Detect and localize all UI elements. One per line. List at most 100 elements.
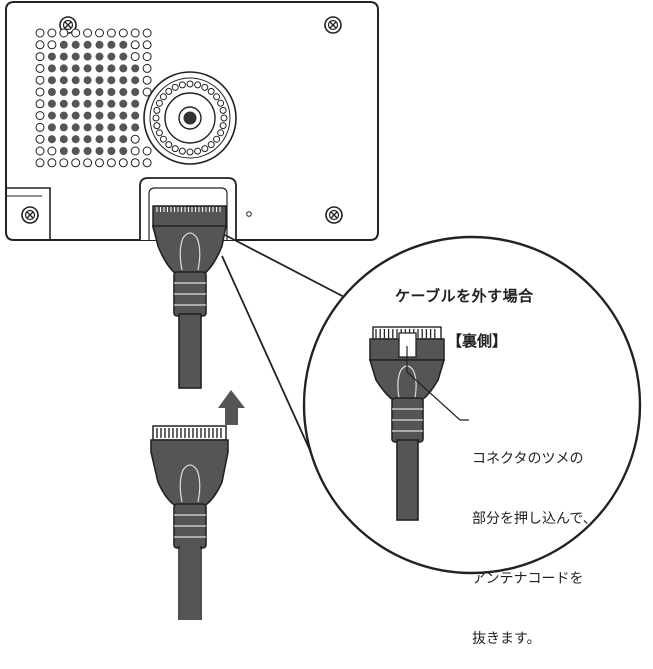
speaker-grille-icon bbox=[35, 28, 152, 168]
speaker-hole bbox=[71, 40, 80, 49]
instruction-line: 抜きます。 bbox=[472, 631, 541, 647]
dial-ring-dot bbox=[219, 122, 227, 130]
speaker-hole bbox=[95, 52, 104, 61]
speaker-hole bbox=[83, 28, 93, 38]
speaker-hole bbox=[35, 99, 45, 109]
speaker-hole bbox=[59, 88, 68, 96]
speaker-hole bbox=[142, 28, 152, 38]
speaker-hole bbox=[83, 158, 93, 168]
speaker-hole bbox=[119, 52, 128, 61]
speaker-hole bbox=[119, 147, 128, 155]
up-arrow-icon bbox=[218, 390, 245, 425]
speaker-hole bbox=[71, 52, 80, 61]
speaker-hole bbox=[35, 111, 45, 121]
speaker-hole bbox=[131, 123, 140, 132]
dial-ring-dot bbox=[171, 83, 179, 91]
speaker-hole bbox=[47, 76, 56, 85]
speaker-hole bbox=[47, 123, 56, 132]
dial-ring-dot bbox=[207, 87, 215, 95]
speaker-hole bbox=[83, 123, 92, 132]
speaker-hole bbox=[107, 123, 116, 132]
dial-ring-dot bbox=[207, 141, 215, 149]
speaker-hole bbox=[107, 64, 116, 73]
speaker-hole bbox=[35, 52, 45, 62]
speaker-hole bbox=[47, 111, 56, 120]
speaker-hole bbox=[35, 134, 45, 144]
speaker-hole bbox=[95, 99, 104, 108]
antenna-cable-connected bbox=[151, 205, 227, 389]
speaker-hole bbox=[119, 123, 128, 132]
speaker-hole bbox=[130, 28, 140, 38]
speaker-hole bbox=[119, 76, 128, 85]
speaker-hole bbox=[95, 135, 104, 144]
speaker-hole bbox=[35, 28, 45, 38]
speaker-hole bbox=[142, 63, 152, 73]
speaker-hole bbox=[47, 88, 56, 96]
screw-icon bbox=[21, 206, 39, 224]
dial-ring-dot bbox=[217, 99, 225, 107]
dial-ring-dot bbox=[217, 129, 225, 137]
speaker-hole bbox=[142, 75, 152, 85]
speaker-hole bbox=[71, 147, 80, 155]
speaker-hole bbox=[35, 158, 45, 168]
speaker-hole bbox=[131, 76, 140, 85]
speaker-hole bbox=[95, 88, 104, 96]
speaker-hole bbox=[47, 52, 56, 61]
dial-ring-dot bbox=[171, 145, 179, 153]
speaker-hole bbox=[107, 99, 116, 108]
speaker-hole bbox=[131, 111, 140, 120]
speaker-hole bbox=[119, 64, 128, 73]
speaker-hole bbox=[130, 146, 140, 156]
speaker-hole bbox=[95, 158, 104, 168]
speaker-hole bbox=[47, 28, 57, 38]
speaker-hole bbox=[59, 123, 68, 132]
speaker-hole bbox=[142, 40, 152, 50]
speaker-hole bbox=[83, 111, 92, 120]
screw-icon bbox=[325, 206, 343, 224]
speaker-hole bbox=[106, 28, 116, 38]
speaker-hole bbox=[107, 52, 116, 61]
dial-ring-dot bbox=[152, 114, 160, 122]
speaker-hole bbox=[47, 99, 56, 108]
dial-ring-dot bbox=[213, 135, 221, 143]
speaker-hole bbox=[131, 64, 140, 73]
dial-ring-dot bbox=[186, 148, 194, 156]
speaker-hole bbox=[71, 88, 80, 96]
dial-ring-dot bbox=[194, 147, 202, 155]
speaker-hole bbox=[59, 28, 69, 38]
speaker-hole bbox=[95, 40, 104, 49]
speaker-hole bbox=[107, 147, 116, 155]
speaker-hole bbox=[130, 52, 140, 62]
dial-ring-dot bbox=[213, 93, 221, 101]
speaker-hole bbox=[95, 111, 104, 120]
dial-ring-dot bbox=[194, 81, 202, 89]
dial-ring-dot bbox=[201, 83, 209, 91]
speaker-hole bbox=[71, 135, 80, 144]
speaker-hole bbox=[71, 158, 81, 168]
magnified-callout bbox=[221, 234, 642, 575]
speaker-hole bbox=[71, 64, 80, 73]
speaker-hole bbox=[119, 135, 128, 144]
speaker-hole bbox=[71, 123, 80, 132]
speaker-hole bbox=[35, 122, 45, 132]
speaker-hole bbox=[47, 40, 57, 50]
speaker-hole bbox=[131, 88, 140, 96]
dial-ring-dot bbox=[219, 106, 227, 114]
speaker-hole bbox=[106, 158, 116, 168]
dial-ring-dot bbox=[186, 80, 194, 88]
back-side-label: 【裏側】 bbox=[447, 332, 508, 350]
dial-ring-dot bbox=[165, 87, 173, 95]
speaker-hole bbox=[59, 76, 68, 85]
speaker-hole bbox=[130, 158, 140, 168]
speaker-hole bbox=[118, 28, 128, 38]
speaker-hole bbox=[47, 64, 56, 73]
speaker-hole bbox=[59, 99, 68, 108]
speaker-hole bbox=[83, 76, 92, 85]
speaker-hole bbox=[59, 111, 68, 120]
speaker-hole bbox=[71, 76, 80, 85]
speaker-hole bbox=[118, 158, 128, 168]
speaker-hole bbox=[107, 111, 116, 120]
instruction-line: アンテナコードを bbox=[472, 571, 584, 587]
speaker-hole bbox=[107, 40, 116, 49]
dial-ring-dot bbox=[153, 106, 161, 114]
